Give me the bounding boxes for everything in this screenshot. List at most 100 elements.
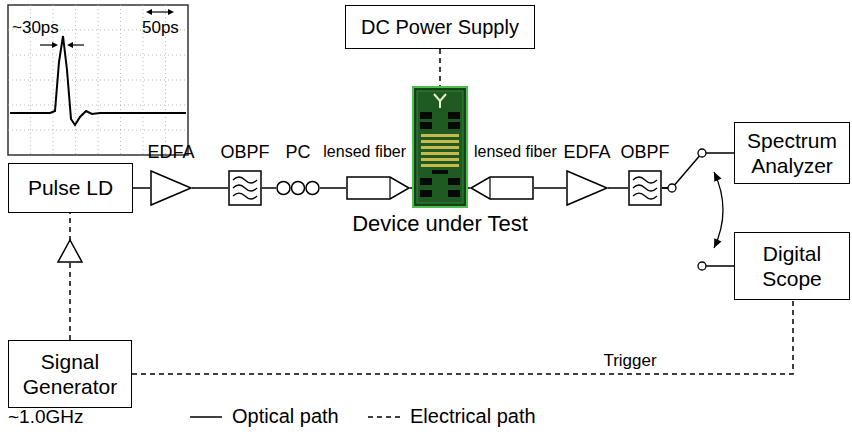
- lensed-fiber-part: [347, 177, 409, 199]
- box-label: Signal Generator: [15, 349, 125, 399]
- arrow-head: [714, 172, 722, 182]
- chip-photo-part: [420, 190, 432, 197]
- optical-connector: [662, 188, 734, 266]
- frequency-label: ~1.0GHz: [8, 407, 84, 428]
- chip-photo-part: [420, 122, 432, 129]
- chip-photo: Device under Test: [412, 86, 468, 208]
- optical-connector: [608, 187, 628, 189]
- grid-line: [75, 5, 76, 155]
- box-label: Pulse LD: [28, 175, 113, 200]
- component-label: OBPF: [620, 143, 669, 163]
- lensed-fiber-part: [471, 177, 533, 199]
- electrical-connector: [439, 49, 441, 86]
- chip-photo-part: [448, 122, 460, 129]
- optical-connector: [133, 187, 150, 189]
- filter-symbol-part: [629, 171, 661, 205]
- chip-photo-part: [413, 87, 467, 207]
- amplifier-symbol-part: [567, 171, 607, 205]
- component-label: OBPF: [220, 143, 269, 163]
- time-scale-label: 50ps: [142, 19, 179, 38]
- filter-symbol-part: [633, 193, 657, 199]
- scope-inset: [8, 5, 188, 155]
- scope-frame: [8, 5, 188, 155]
- instrument-box: Digital Scope: [734, 232, 850, 300]
- legend-sample: [188, 411, 224, 423]
- optical-connector: [320, 187, 346, 189]
- electrical-connector: [132, 300, 793, 374]
- polarization-controller-part: [277, 182, 290, 195]
- scale-arrow: [150, 11, 170, 12]
- grid-line: [8, 105, 188, 106]
- filter-symbol-part: [633, 177, 657, 183]
- amplifier-symbol-part: [151, 171, 191, 205]
- optical-connector: [534, 187, 566, 189]
- chip-photo-part: [448, 190, 460, 197]
- instrument-box: Spectrum Analyzer: [734, 122, 850, 184]
- polarization-controller-part: [292, 182, 305, 195]
- lensed-fiber: lensed fiber: [470, 176, 534, 200]
- chip-photo-part: [420, 112, 432, 119]
- chip-photo-part: [421, 134, 459, 137]
- instrument-box: Signal Generator: [8, 340, 132, 408]
- optical-connector: [262, 187, 276, 189]
- chip-photo-part: [421, 146, 459, 149]
- box-label: Spectrum Analyzer: [741, 128, 843, 178]
- grid-line: [8, 55, 188, 56]
- arrow-head: [714, 238, 722, 248]
- pulse-trace: [10, 36, 186, 125]
- switch-contact: [698, 262, 706, 270]
- legend-item: Electrical path: [366, 405, 536, 428]
- filter-symbol-part: [233, 177, 257, 183]
- filter-symbol-part: [229, 171, 261, 205]
- component-label: lensed fiber: [323, 143, 406, 161]
- arrow-head: [146, 9, 152, 15]
- filter-symbol-outline: [228, 170, 262, 206]
- chip-photo-part: [420, 178, 432, 185]
- chip-photo-part: [448, 178, 460, 185]
- switch-arrow: [714, 172, 723, 248]
- instrument-box: DC Power Supply: [345, 5, 535, 49]
- filter-symbol: OBPF: [228, 170, 262, 206]
- filter-symbol-part: [233, 193, 257, 199]
- legend-text: Optical path: [232, 405, 339, 428]
- amplifier-symbol: EDFA: [150, 170, 192, 206]
- arrow-head: [67, 42, 73, 48]
- component-label: PC: [285, 143, 310, 163]
- switch-contact: [698, 149, 706, 157]
- chip-photo-part: [448, 112, 460, 119]
- switch-contact: [668, 184, 676, 192]
- lensed-fiber-outline: [346, 176, 410, 200]
- legend-line-sample: [190, 416, 222, 418]
- chip-photo-outline: [412, 86, 468, 208]
- polarization-controller-part: [306, 182, 319, 195]
- filter-symbol-part: [233, 185, 257, 191]
- component-label: EDFA: [147, 143, 194, 163]
- grid-line: [8, 130, 188, 131]
- lensed-fiber: lensed fiber: [346, 176, 410, 200]
- optical-connector: [662, 153, 734, 188]
- driver-amplifier: [58, 240, 82, 262]
- polarization-controller: PC: [276, 180, 320, 196]
- pulse-width-label: ~30ps: [12, 19, 59, 38]
- legend-text: Electrical path: [410, 405, 536, 428]
- chip-photo-part: [432, 170, 448, 174]
- component-label: lensed fiber: [474, 143, 557, 161]
- lensed-fiber-part: [489, 177, 490, 199]
- grid-line: [98, 5, 99, 155]
- signal-label: Trigger: [600, 352, 659, 371]
- amplifier-symbol-outline: [566, 170, 608, 206]
- lensed-fiber-part: [389, 177, 390, 199]
- scope-grid: [8, 5, 188, 155]
- filter-symbol: OBPF: [628, 170, 662, 206]
- filter-symbol-part: [633, 185, 657, 191]
- electrical-connector: [69, 213, 71, 340]
- grid-line: [8, 80, 188, 81]
- legend-line-sample: [368, 416, 400, 418]
- legend-sample: [366, 411, 402, 423]
- chip-photo-part: [421, 140, 459, 143]
- component-label: EDFA: [563, 143, 610, 163]
- box-label: Digital Scope: [741, 241, 843, 291]
- amplifier-symbol-outline: [150, 170, 192, 206]
- box-label: DC Power Supply: [361, 15, 519, 39]
